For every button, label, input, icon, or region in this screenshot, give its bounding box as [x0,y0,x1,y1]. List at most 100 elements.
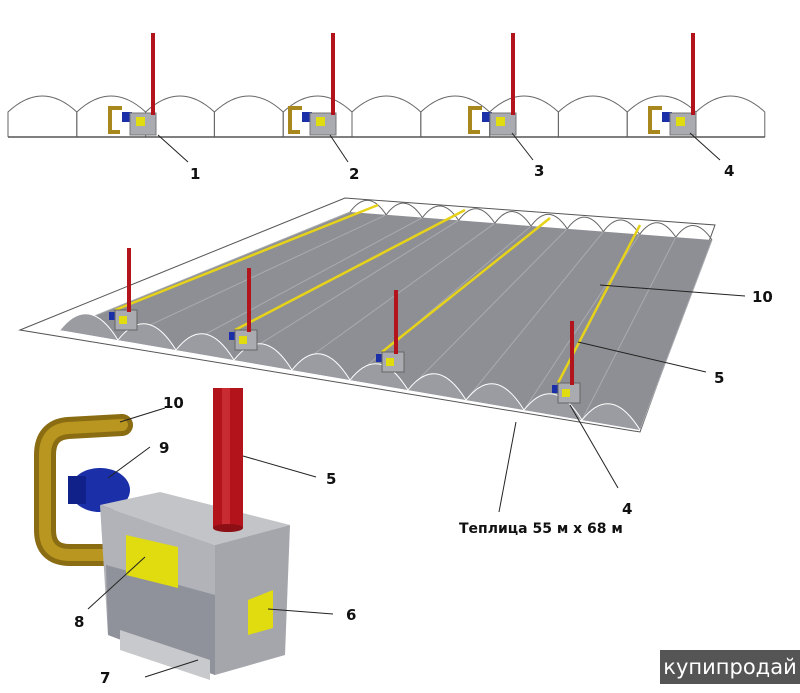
chimney [394,290,398,354]
back-arch [675,225,713,241]
front-arch [407,373,467,401]
leader-line [599,284,746,297]
gas-pipe-highlight [39,419,128,561]
burner [122,112,132,122]
back-arch [494,211,532,227]
top-heaters [108,33,697,136]
label-8: 8 [74,613,84,631]
gas-pipe [114,203,379,312]
burner [229,332,237,340]
arch [7,95,78,137]
arch [145,95,215,137]
perspective-greenhouse-view: 10 5 4 Теплица 55 м х 68 м [18,197,773,537]
inspection-door [126,535,178,588]
leader-line [569,404,619,489]
row-divider [233,219,459,361]
label-4: 4 [724,162,734,180]
heater-top [100,492,290,545]
leader-line [242,455,317,478]
label-6: 6 [346,606,356,624]
panel [239,336,247,344]
heater-detail-view: 10 9 5 8 6 7 [34,388,356,687]
burner [482,112,492,122]
front-arch [523,393,583,421]
row-divider [175,217,423,351]
gas-pipe [468,106,482,134]
burner [109,312,117,320]
label-4: 4 [622,500,632,518]
row-divider [581,236,677,421]
heater-front-lower [106,565,215,675]
chimney [570,321,574,385]
burner [302,112,312,122]
arch [695,95,766,137]
label-10: 10 [752,288,773,306]
label-2: 2 [349,165,359,183]
back-arch [566,216,604,232]
front-arch [465,383,525,411]
front-arch [175,333,235,361]
panel [316,117,325,126]
chimney [511,33,515,115]
panel [386,358,394,366]
burner [376,354,384,362]
label-1: 1 [190,165,200,183]
top-elevation-view: 1 2 3 4 [7,33,766,183]
label-7: 7 [100,669,110,687]
back-arch [639,222,677,238]
back-arch [385,202,423,218]
control-panel [248,590,273,635]
row-divider [639,239,713,431]
watermark: купипродай [660,650,800,684]
leader-line [577,341,707,373]
gas-pipe [381,217,551,353]
label-10: 10 [163,394,184,412]
row-divider [117,214,387,341]
leader-line [511,132,534,161]
arch [76,95,147,137]
row-divider [465,231,604,401]
chimney [691,33,695,115]
panel [119,316,127,324]
back-arch [421,205,460,221]
label-5: 5 [326,470,336,488]
back-arches [349,199,713,241]
greenhouse-rows [59,211,713,431]
leader-line [144,659,199,678]
leader-line [267,608,334,615]
greenhouse-size-caption: Теплица 55 м х 68 м [459,521,623,537]
chimney [151,33,155,115]
gas-pipe [108,106,122,134]
burner-motor [68,476,86,504]
gas-pipe [234,208,466,332]
row-divider [291,222,496,371]
leader-line [498,421,517,513]
label-3: 3 [534,162,544,180]
chimney [331,33,335,115]
row-divider [59,211,351,331]
front-arch [349,363,409,391]
back-arch [458,208,496,224]
panel [136,117,145,126]
back-arch [349,199,387,216]
back-arch [530,213,568,230]
greenhouse-outline [18,197,716,433]
perspective-heaters [109,203,642,404]
panel [562,389,570,397]
arch [420,95,491,137]
front-arch [291,353,351,381]
arch [213,95,284,137]
front-arch [59,313,119,341]
leader-line [119,407,166,423]
chimney-base [213,524,243,532]
row-divider [407,228,568,391]
chimney [127,248,131,312]
gas-pipe [648,106,662,134]
arch [282,95,353,137]
leader-line [107,446,151,479]
burner [552,385,560,393]
leader-line [157,134,189,163]
leader-line [329,134,349,163]
front-arch [581,403,641,431]
